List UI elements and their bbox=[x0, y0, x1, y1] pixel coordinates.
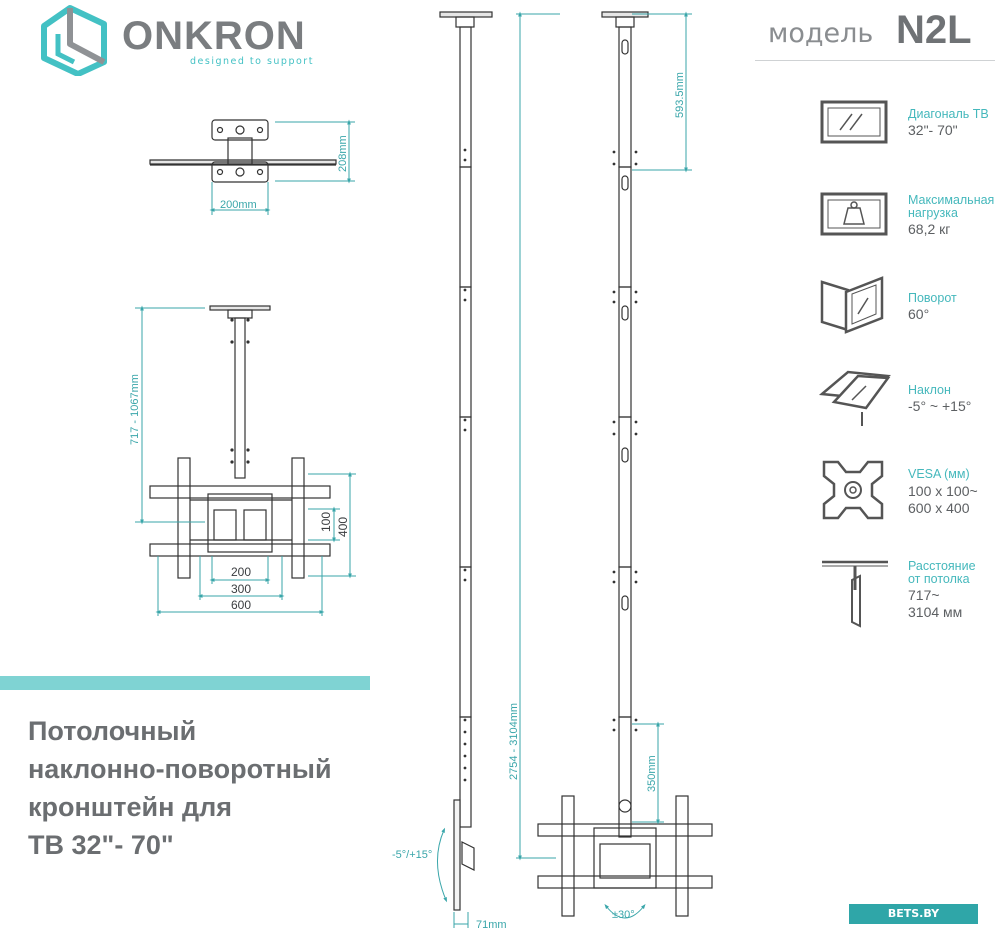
tilt-icon bbox=[818, 370, 892, 426]
dim-vesa-h-100: 100 bbox=[319, 512, 333, 532]
vesa-icon bbox=[822, 460, 884, 520]
spec-label: VESA (мм) bbox=[908, 467, 970, 481]
logo-tagline: designed to support bbox=[190, 56, 314, 67]
spec-vesa: VESA (мм) 100 х 100~ 600 х 400 bbox=[818, 456, 996, 526]
model-heading: модель N2L bbox=[768, 6, 993, 56]
side-view-drawing bbox=[439, 11, 493, 911]
dim-pole-length: 717 - 1067mm bbox=[129, 374, 141, 445]
dim-depth: 71mm bbox=[476, 919, 507, 931]
top-view-drawing bbox=[149, 119, 337, 183]
product-title-line-1: Потолочный bbox=[28, 716, 197, 746]
product-title: Потолочный наклонно-поворотный кронштейн… bbox=[28, 712, 388, 864]
front-view-drawing bbox=[149, 305, 331, 579]
front-view-dimensions bbox=[135, 305, 356, 616]
spec-value: 717~ bbox=[908, 587, 940, 603]
dim-ext-pole-total: 2754 - 3104mm bbox=[508, 703, 520, 780]
dim-tilt-range: -5°/+15° bbox=[392, 849, 432, 861]
product-title-line-3: кронштейн для bbox=[28, 792, 233, 822]
spec-value: 68,2 кг bbox=[908, 221, 951, 237]
spec-tilt: Наклон -5° ~ +15° bbox=[818, 364, 996, 430]
dim-top-plate-depth: 208mm bbox=[337, 135, 349, 172]
top-view-dimensions bbox=[209, 119, 355, 215]
logo-mark-icon bbox=[41, 5, 107, 76]
back-view-dimensions bbox=[516, 11, 692, 919]
watermark: BETS.BY bbox=[849, 904, 978, 924]
spec-tv-diagonal: Диагональ ТВ 32"- 70" bbox=[818, 98, 996, 158]
spec-value: 100 х 100~ bbox=[908, 483, 978, 499]
accent-bar bbox=[0, 676, 370, 690]
spec-value: 3104 мм bbox=[908, 604, 963, 620]
dim-swivel: ±30° bbox=[612, 909, 635, 921]
spec-label: нагрузка bbox=[908, 206, 958, 220]
dim-vesa-w-600: 600 bbox=[231, 598, 251, 612]
dim-vesa-w-200: 200 bbox=[231, 565, 251, 579]
spec-label: Диагональ ТВ bbox=[908, 107, 989, 121]
spec-label: Поворот bbox=[908, 291, 957, 305]
dim-vesa-h-400: 400 bbox=[336, 517, 350, 537]
logo-wordmark: ONKRON bbox=[122, 14, 306, 58]
swivel-icon bbox=[820, 276, 884, 334]
model-value: N2L bbox=[896, 8, 972, 52]
spec-value: -5° ~ +15° bbox=[908, 398, 972, 414]
side-view-dimensions bbox=[436, 827, 469, 928]
dim-vesa-w-300: 300 bbox=[231, 582, 251, 596]
model-divider bbox=[755, 60, 995, 61]
spec-ceiling-distance: Расстояние от потолка 717~ 3104 мм bbox=[818, 556, 996, 630]
weight-icon bbox=[820, 192, 888, 236]
dim-arm-drop: 350mm bbox=[646, 755, 658, 792]
tv-diagonal-icon bbox=[820, 100, 888, 144]
back-view-drawing bbox=[537, 11, 713, 917]
spec-value: 60° bbox=[908, 306, 930, 322]
logo: ONKRON designed to support bbox=[40, 4, 340, 79]
product-title-line-2: наклонно-поворотный bbox=[28, 754, 332, 784]
spec-label: Наклон bbox=[908, 383, 951, 397]
spec-label: Расстояние bbox=[908, 559, 976, 573]
dim-ext-pole-top: 593.5mm bbox=[674, 72, 686, 118]
spec-label: от потолка bbox=[908, 572, 970, 586]
product-title-line-4: ТВ 32"- 70" bbox=[28, 830, 174, 860]
spec-value: 32"- 70" bbox=[908, 122, 958, 138]
spec-swivel: Поворот 60° bbox=[818, 274, 996, 340]
dim-top-plate-width: 200mm bbox=[220, 199, 257, 211]
model-label: модель bbox=[768, 18, 874, 49]
ceiling-distance-icon bbox=[822, 560, 888, 628]
spec-value: 600 х 400 bbox=[908, 500, 970, 516]
spec-label: Максимальная bbox=[908, 193, 995, 207]
spec-max-load: Максимальная нагрузка 68,2 кг bbox=[818, 190, 996, 250]
